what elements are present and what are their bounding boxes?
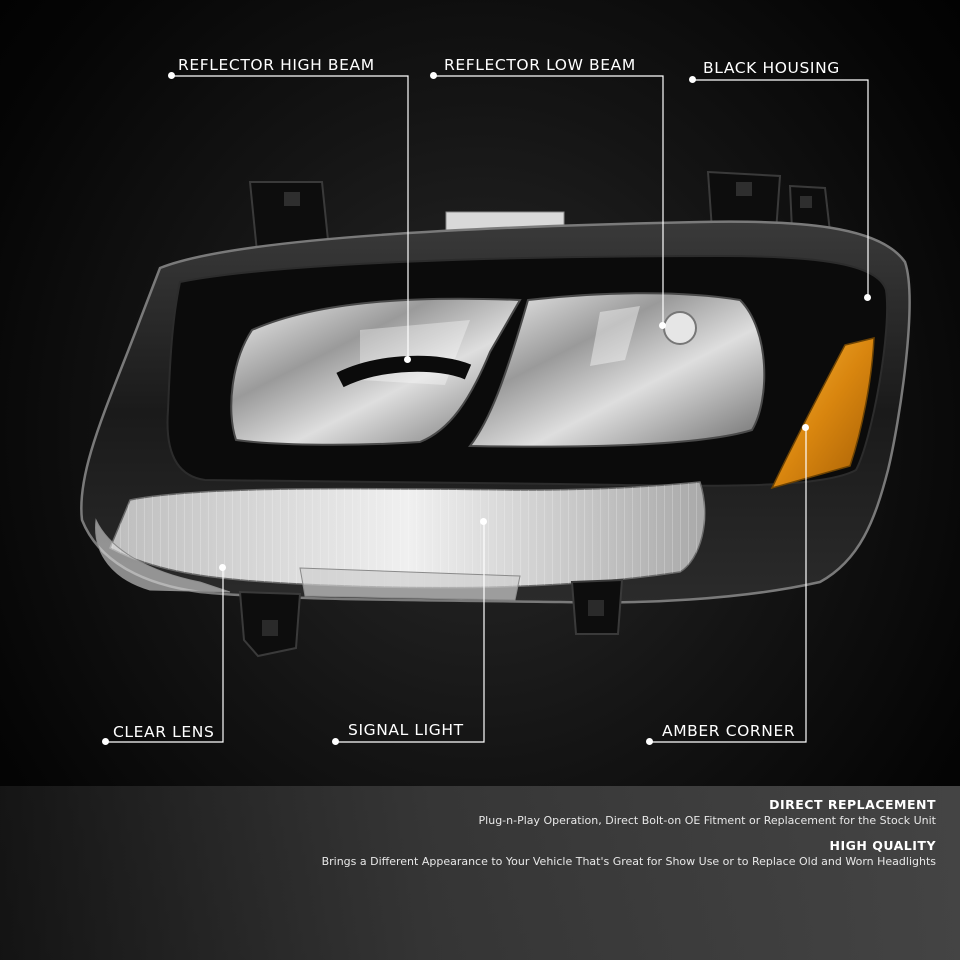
leader-amber-corner: [650, 428, 807, 743]
callout-amber-corner: AMBER CORNER: [662, 722, 796, 740]
high-beam-divider: [336, 355, 472, 388]
dot-low-beam-target: [659, 322, 666, 329]
mounting-tab-bottom-right: [570, 578, 624, 635]
amber-corner: [770, 337, 875, 490]
feature-info-bar: DIRECT REPLACEMENT Plug-n-Play Operation…: [0, 786, 960, 960]
signal-ribs: [110, 482, 705, 588]
dot-housing-target: [864, 294, 871, 301]
leader-high-beam: [172, 75, 409, 360]
dot-clear-lens-label: [102, 738, 109, 745]
callout-black-housing: BLACK HOUSING: [703, 59, 840, 77]
dot-amber-label: [646, 738, 653, 745]
callout-signal-light: SIGNAL LIGHT: [348, 721, 464, 739]
mounting-tab-bottom-left: [238, 590, 302, 658]
clear-lens-front: [95, 518, 231, 593]
dot-high-beam-label: [168, 72, 175, 79]
callout-reflector-high-beam: REFLECTOR HIGH BEAM: [178, 56, 375, 74]
dot-low-beam-label: [430, 72, 437, 79]
leader-clear-lens: [106, 568, 224, 743]
low-beam-highlight: [590, 306, 640, 366]
dot-amber-target: [802, 424, 809, 431]
feature-desc-direct-replacement: Plug-n-Play Operation, Direct Bolt-on OE…: [478, 814, 936, 827]
feature-title-high-quality: HIGH QUALITY: [829, 838, 936, 853]
dot-signal-label: [332, 738, 339, 745]
dot-signal-target: [480, 518, 487, 525]
lower-lens-strip: [299, 567, 521, 601]
leader-low-beam: [434, 75, 664, 326]
leader-black-housing: [693, 79, 869, 298]
dot-high-beam-target: [404, 356, 411, 363]
callout-reflector-low-beam: REFLECTOR LOW BEAM: [444, 56, 636, 74]
feature-desc-high-quality: Brings a Different Appearance to Your Ve…: [321, 855, 936, 868]
leader-signal-light: [336, 522, 485, 743]
dot-clear-lens-target: [219, 564, 226, 571]
callout-clear-lens: CLEAR LENS: [113, 723, 215, 741]
feature-title-direct-replacement: DIRECT REPLACEMENT: [769, 797, 936, 812]
dot-housing-label: [689, 76, 696, 83]
